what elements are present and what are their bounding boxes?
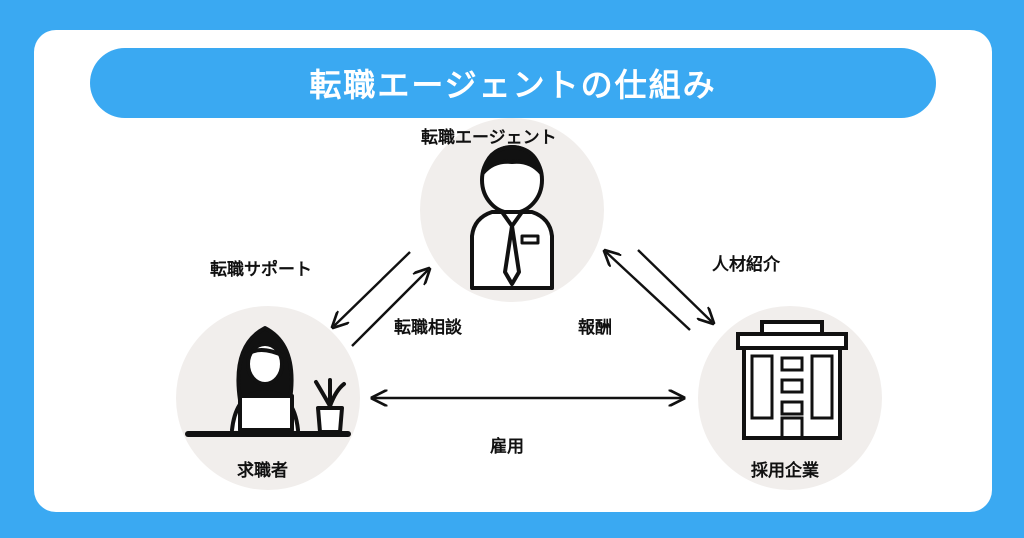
flow-label-referral: 人材紹介 [712,255,780,275]
arrow-agent-to-company [637,249,712,322]
seeker-node-label: 求職者 [237,461,288,481]
company-node-label: 採用企業 [751,461,819,481]
diagram-title: 転職エージェントの仕組み [309,66,717,104]
flow-label-support: 転職サポート [210,260,312,280]
arrow-company-to-agent [606,252,691,331]
agent-node-label: 転職エージェント [421,128,557,148]
flow-label-consultation: 転職相談 [394,318,462,338]
office-building-icon [736,320,848,440]
businessman-icon [470,145,554,290]
arrow-agent-to-seeker [334,251,411,326]
flow-label-employment: 雇用 [490,437,524,457]
woman-at-laptop-icon [185,326,351,437]
flow-label-fee: 報酬 [578,318,612,338]
title-banner: 転職エージェントの仕組み [90,48,936,118]
arrow-seeker-to-agent [351,270,428,347]
